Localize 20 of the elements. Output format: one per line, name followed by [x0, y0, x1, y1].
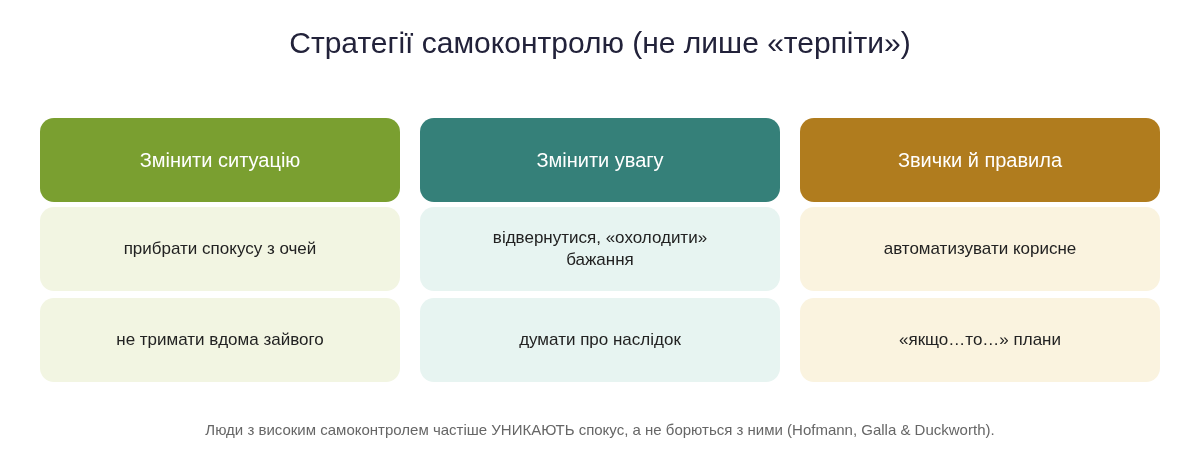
strategy-card: [420, 207, 780, 291]
card-text: прибрати спокусу з очей: [123, 237, 317, 260]
card-text: не тримати вдома зайвого: [116, 328, 324, 351]
column-header: [800, 118, 1160, 202]
strategy-card: [800, 298, 1160, 382]
header-text: Змінити увагу: [536, 148, 664, 173]
header-text: Звички й правила: [897, 148, 1063, 173]
header-text: Змінити ситуацію: [139, 148, 301, 173]
diagram-title: Стратегії самоконтролю (не лише «терпіти»): [288, 26, 912, 60]
card-text: думати про наслідок: [519, 328, 681, 351]
strategy-card: [420, 298, 780, 382]
column-header: [40, 118, 400, 202]
strategy-card: [40, 298, 400, 382]
caption: Люди з високим самоконтролем частіше УНИКАЮТЬ спокус, а не борються з ними (Hofmann, Galla & Duckworth).: [204, 421, 996, 438]
strategy-card: [800, 207, 1160, 291]
column-header: [420, 118, 780, 202]
card-text: відвернутися, «охолодити» бажання: [491, 226, 709, 271]
card-text: «якщо…то…» плани: [898, 328, 1061, 351]
strategy-card: [40, 207, 400, 291]
card-text: автоматизувати корисне: [883, 237, 1077, 260]
